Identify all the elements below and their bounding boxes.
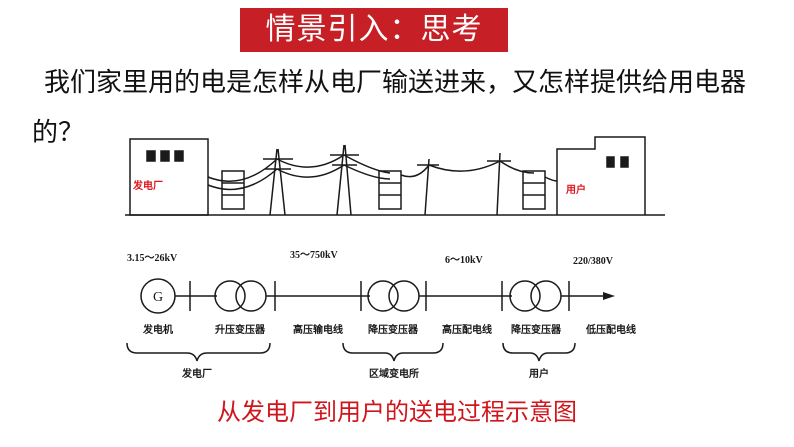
- transmission-diagram: 发电厂 用户 3.15～26kV 35～750kV 6～10kV 220/380…: [125, 133, 665, 393]
- user-house-building: [556, 136, 646, 215]
- voltage-label-transmission: 35～750kV: [290, 250, 339, 261]
- component-label-hv-transmission-line: 高压输电线: [293, 323, 343, 336]
- house-window: [606, 156, 615, 168]
- transformer-regional-icon: [378, 170, 402, 210]
- component-label-hv-distribution-line: 高压配电线: [442, 323, 492, 336]
- wire: [343, 164, 391, 180]
- power-plant-label: 发电厂: [132, 179, 163, 192]
- schematic-line: [140, 278, 603, 314]
- brace-regional-substation: [342, 342, 444, 362]
- scene-illustration: [125, 136, 665, 216]
- pole: [424, 158, 430, 216]
- generator-symbol-letter: G: [153, 290, 163, 305]
- wire: [343, 154, 391, 174]
- transmission-diagram-svg: 发电厂 用户 3.15～26kV 35～750kV 6～10kV 220/380…: [125, 136, 665, 380]
- group-label-regional-substation: 区域变电所: [369, 367, 419, 380]
- transformer-step-up-icon: [221, 170, 245, 210]
- voltage-label-distribution: 6～10kV: [445, 255, 484, 266]
- component-label-user-transformer: 降压变压器: [511, 323, 562, 336]
- wire: [428, 160, 501, 172]
- transformer-user-icon: [522, 170, 546, 210]
- arrow-right-icon: [603, 292, 615, 300]
- step-up-transformer-coil-icon: [235, 280, 267, 312]
- voltage-label-generator: 3.15～26kV: [127, 253, 178, 264]
- slide-title: 情景引入：思考: [240, 8, 508, 52]
- plant-window: [160, 150, 170, 162]
- regional-transformer-coil-icon: [367, 280, 399, 312]
- voltage-label-user: 220/380V: [573, 256, 614, 267]
- user-transformer-coil-icon: [530, 280, 562, 312]
- plant-window: [174, 150, 184, 162]
- wire: [207, 158, 278, 182]
- group-label-power-plant: 发电厂: [181, 367, 212, 380]
- component-label-regional-transformer: 降压变压器: [368, 323, 419, 336]
- wire: [207, 168, 278, 191]
- component-label-generator: 发电机: [142, 323, 173, 336]
- wire: [499, 160, 535, 174]
- wire: [400, 164, 430, 178]
- group-label-user: 用户: [528, 367, 549, 380]
- step-up-transformer-coil-icon: [214, 280, 246, 312]
- intro-question: 我们家里用的电是怎样从电厂输送进来，又怎样提供给用电器的？: [32, 68, 747, 148]
- user-transformer-coil-icon: [509, 280, 541, 312]
- group-braces: [126, 342, 576, 362]
- diagram-caption: 从发电厂到用户的送电过程示意图: [217, 398, 577, 426]
- wire: [544, 176, 558, 182]
- brace-user: [502, 342, 576, 362]
- pole: [496, 152, 501, 216]
- plant-window: [146, 150, 156, 162]
- wire: [276, 164, 345, 178]
- regional-transformer-coil-icon: [388, 280, 420, 312]
- house-window: [620, 156, 629, 168]
- component-label-step-up-transformer: 升压变压器: [215, 323, 266, 336]
- wire: [276, 154, 345, 168]
- brace-power-plant: [126, 342, 271, 362]
- user-label: 用户: [565, 183, 586, 196]
- tower-leg: [336, 144, 345, 216]
- component-label-lv-distribution-line: 低压配电线: [585, 323, 636, 336]
